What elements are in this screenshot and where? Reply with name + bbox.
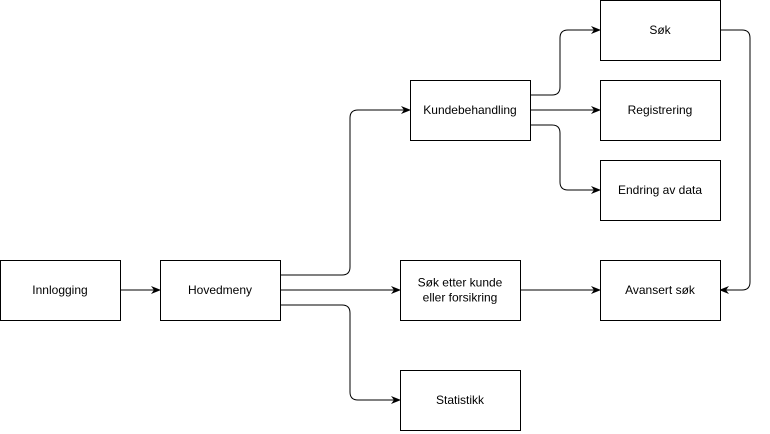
node-label: Statistikk (436, 393, 485, 407)
edge-kundebehandling-to-endring-av-data (530, 124, 601, 194)
node-label: Endring av data (618, 183, 702, 197)
edge-kundebehandling-to-sok (530, 26, 601, 96)
node-avansert-sok: Avansert søk (600, 260, 721, 321)
node-kundebehandling: Kundebehandling (410, 80, 531, 141)
node-box (600, 80, 721, 141)
node-box (0, 260, 121, 321)
node-endring-av-data: Endring av data (600, 160, 721, 221)
edges-layer (120, 26, 751, 404)
edge-hovedmeny-to-kundebehandling (280, 106, 411, 276)
node-hovedmeny: Hovedmeny (160, 260, 281, 321)
node-registrering: Registrering (600, 80, 721, 141)
node-box (600, 0, 721, 61)
node-label: Avansert søk (625, 283, 696, 297)
node-box (400, 370, 521, 431)
node-label: Søk (649, 23, 671, 37)
node-label: Hovedmeny (188, 283, 252, 297)
node-box (600, 160, 721, 221)
node-label: Innlogging (32, 283, 87, 297)
edge-sok-to-avansert-sok (719, 29, 751, 294)
node-label: Registrering (628, 103, 693, 117)
edge-hovedmeny-to-statistikk (280, 304, 401, 404)
node-box (600, 260, 721, 321)
node-innlogging: Innlogging (0, 260, 121, 321)
node-label: Kundebehandling (423, 103, 516, 117)
node-label: eller forsikring (423, 291, 498, 305)
node-sok: Søk (600, 0, 721, 61)
node-box (400, 260, 521, 321)
node-label: Søk etter kunde (418, 276, 503, 290)
node-statistikk: Statistikk (400, 370, 521, 431)
node-box (160, 260, 281, 321)
node-box (410, 80, 531, 141)
